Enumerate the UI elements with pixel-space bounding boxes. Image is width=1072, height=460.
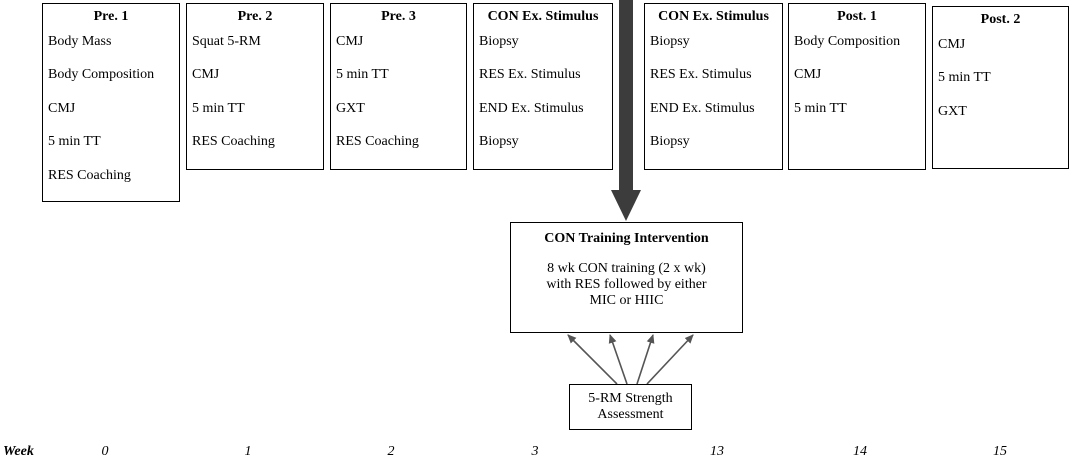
- thick-arrow-shaft: [619, 0, 633, 193]
- intervention-line: MIC or HIIC: [589, 293, 664, 308]
- phase-item: CMJ: [794, 67, 822, 83]
- week-number: 13: [710, 444, 724, 459]
- phase-item: GXT: [336, 100, 365, 116]
- strength-arrow-2: [608, 334, 628, 385]
- phase-box-pre-2: Pre. 2 Squat 5-RM CMJ 5 min TT RES Coach…: [186, 3, 324, 170]
- week-number: 1: [244, 444, 252, 459]
- strength-assessment-box: 5-RM Strength Assessment: [569, 384, 692, 430]
- phase-item: Biopsy: [650, 34, 690, 49]
- phase-item: Body Composition: [794, 34, 901, 49]
- phase-item: 5 min TT: [938, 70, 991, 86]
- intervention-title: CON Training Intervention: [544, 231, 709, 246]
- phase-title: CON Ex. Stimulus: [487, 9, 599, 24]
- strength-arrow-4: [646, 334, 694, 385]
- intervention-line: 8 wk CON training (2 x wk): [547, 261, 706, 276]
- phase-item: CMJ: [938, 37, 966, 52]
- phase-item: RES Coaching: [336, 134, 419, 150]
- phase-title: Post. 1: [837, 9, 877, 24]
- phase-item: Squat 5-RM: [192, 34, 261, 49]
- phase-item: CMJ: [48, 100, 76, 116]
- week-axis-label: Week: [3, 444, 34, 459]
- phase-item: RES Coaching: [192, 134, 275, 150]
- phase-item: 5 min TT: [794, 100, 847, 116]
- con-training-intervention-box: CON Training Intervention 8 wk CON train…: [510, 222, 743, 333]
- intervention-line: with RES followed by either: [546, 277, 707, 292]
- phase-item: CMJ: [336, 34, 364, 49]
- phase-title: Pre. 3: [381, 9, 416, 24]
- strength-line: 5-RM Strength: [588, 391, 673, 406]
- phase-box-con-ex-stimulus-2: CON Ex. Stimulus Biopsy RES Ex. Stimulus…: [644, 3, 783, 170]
- phase-item: GXT: [938, 103, 967, 119]
- phase-box-post-2: Post. 2 CMJ 5 min TT GXT: [932, 6, 1069, 169]
- phase-item: Body Mass: [48, 34, 112, 49]
- phase-box-pre-1: Pre. 1 Body Mass Body Composition CMJ 5 …: [42, 3, 180, 202]
- phase-title: Pre. 1: [93, 9, 129, 24]
- phase-item: Biopsy: [479, 34, 519, 49]
- week-number: 2: [387, 444, 395, 459]
- week-number: 3: [531, 444, 539, 459]
- phase-item: Body Composition: [48, 67, 155, 83]
- phase-item: 5 min TT: [192, 100, 245, 116]
- phase-item: RES Ex. Stimulus: [479, 67, 581, 83]
- phase-item: 5 min TT: [336, 67, 389, 83]
- week-number: 0: [101, 444, 109, 459]
- phase-item: END Ex. Stimulus: [479, 100, 584, 116]
- phase-item: RES Ex. Stimulus: [650, 67, 752, 83]
- week-number: 15: [993, 444, 1007, 459]
- phase-item: END Ex. Stimulus: [650, 100, 755, 116]
- phase-box-pre-3: Pre. 3 CMJ 5 min TT GXT RES Coaching: [330, 3, 467, 170]
- thick-arrow-head: [611, 190, 641, 221]
- phase-item: RES Coaching: [48, 167, 131, 183]
- phase-title: CON Ex. Stimulus: [658, 9, 769, 24]
- phase-box-post-1: Post. 1 Body Composition CMJ 5 min TT: [788, 3, 926, 170]
- phase-item: CMJ: [192, 67, 220, 83]
- strength-line: Assessment: [597, 407, 664, 422]
- phase-item: 5 min TT: [48, 134, 101, 150]
- phase-title: Pre. 2: [237, 9, 273, 24]
- phase-title: Post. 2: [980, 12, 1021, 27]
- phase-item: Biopsy: [479, 134, 519, 150]
- strength-arrow-1: [567, 334, 618, 385]
- strength-arrow-3: [636, 334, 655, 385]
- phase-item: Biopsy: [650, 134, 690, 150]
- phase-box-con-ex-stimulus-1: CON Ex. Stimulus Biopsy RES Ex. Stimulus…: [473, 3, 613, 170]
- week-number: 14: [853, 444, 867, 459]
